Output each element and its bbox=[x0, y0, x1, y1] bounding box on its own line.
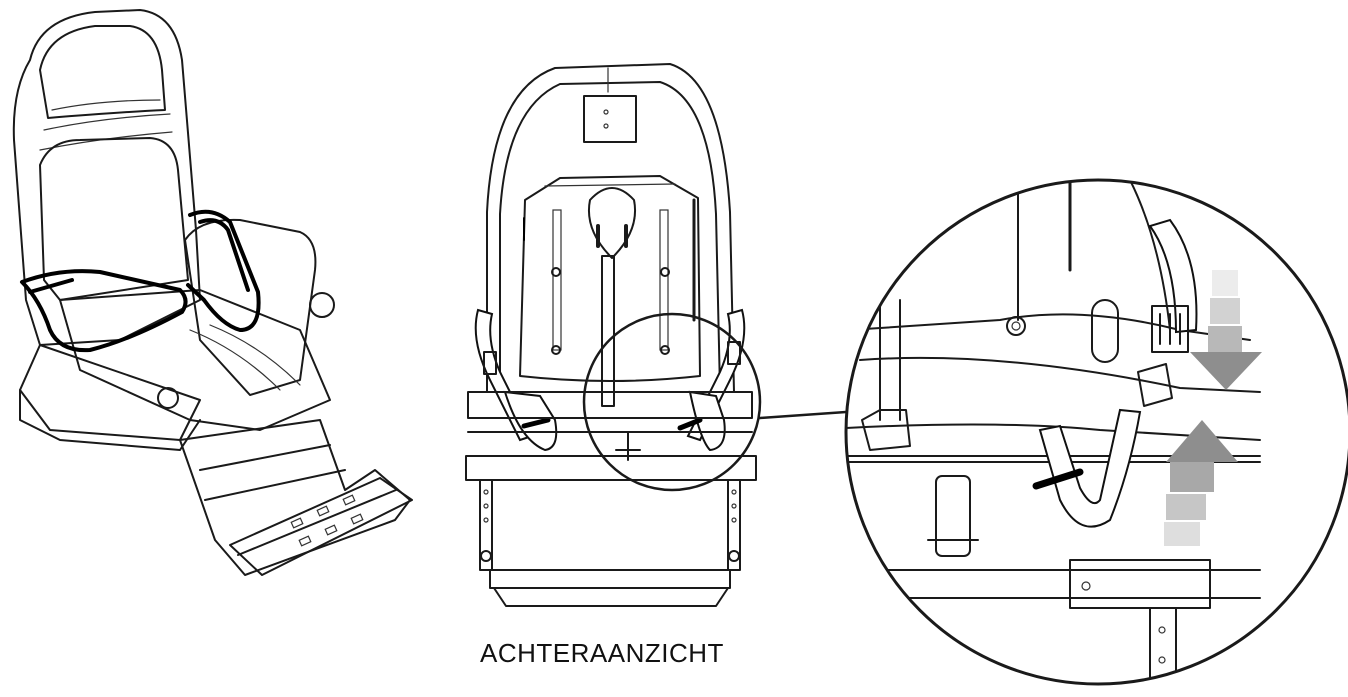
rear-view-caption: ACHTERAANZICHT bbox=[480, 638, 724, 668]
backrest-outline bbox=[12, 9, 201, 346]
seat-side-view bbox=[12, 9, 413, 576]
seat-base bbox=[19, 344, 201, 441]
detail-zoom-circle bbox=[844, 178, 1348, 686]
rear-footrest bbox=[489, 569, 731, 589]
harness-strap-shoulder bbox=[186, 209, 261, 332]
seat-cushion bbox=[59, 289, 331, 431]
rear-backrest bbox=[486, 63, 735, 393]
zoom-connector bbox=[758, 410, 848, 420]
zoom-indicator-circle bbox=[582, 312, 762, 492]
side-cushion bbox=[184, 218, 317, 396]
arrow-up-icon bbox=[1164, 420, 1238, 546]
seat-rear-view bbox=[465, 63, 848, 607]
headrest bbox=[39, 25, 166, 119]
footplate bbox=[229, 477, 413, 576]
harness-strap-waist bbox=[20, 269, 188, 353]
detail-zoom bbox=[844, 178, 1348, 686]
arrow-down-icon bbox=[1190, 270, 1262, 390]
